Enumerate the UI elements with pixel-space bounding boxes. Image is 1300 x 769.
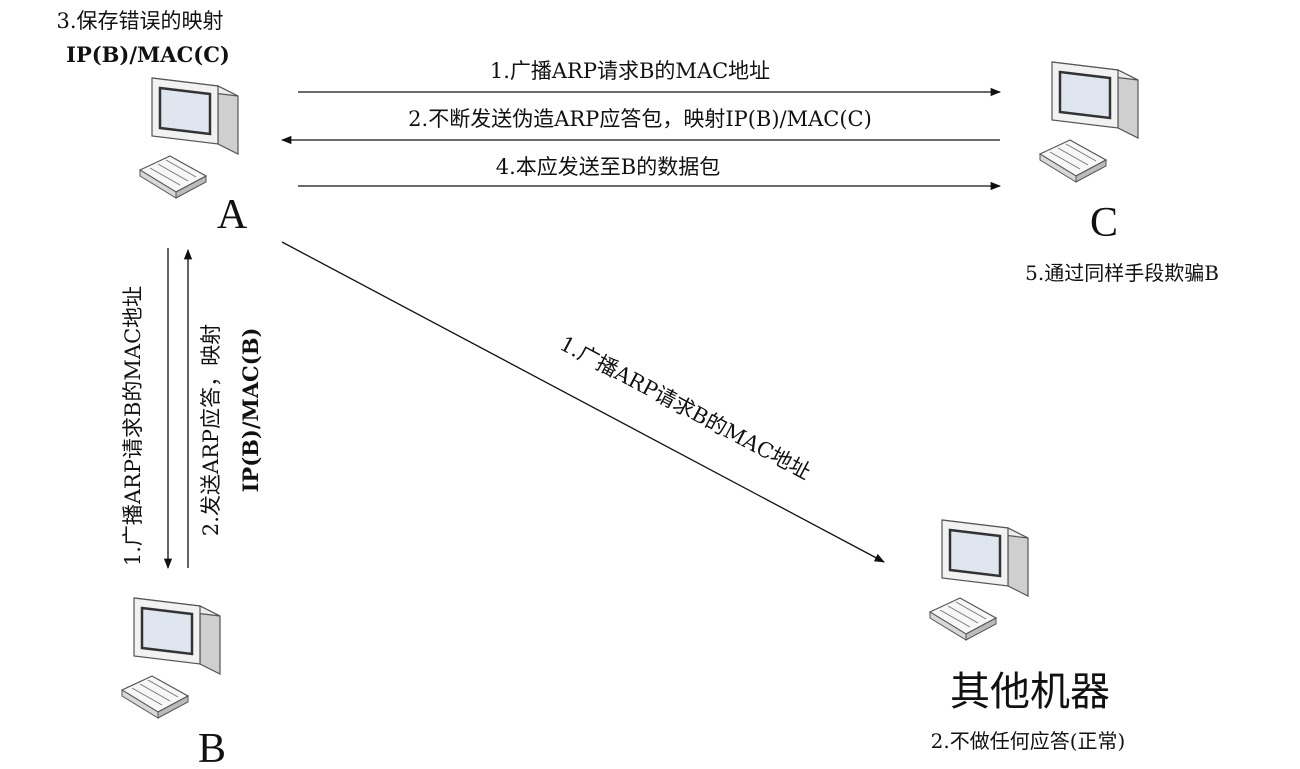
node-other-note: 2.不做任何应答(正常) <box>931 729 1126 753</box>
node-c-label: C <box>1090 200 1118 246</box>
node-c-note: 5.通过同样手段欺骗B <box>1025 261 1219 285</box>
edge-b-to-a-reply-label-line1: 2.发送ARP应答，映射 <box>199 324 223 536</box>
arrow-a-to-other-broadcast <box>281 241 885 563</box>
computer-c-icon <box>1038 60 1140 184</box>
edge-c-to-a-forged-reply-label: 2.不断发送伪造ARP应答包，映射IP(B)/MAC(C) <box>408 107 872 131</box>
node-a-note-line2: IP(B)/MAC(C) <box>66 42 230 67</box>
computer-b-icon <box>120 596 222 720</box>
edge-b-to-a-reply-label-line2: IP(B)/MAC(B) <box>238 328 263 493</box>
edge-a-to-c-data-label: 4.本应发送至B的数据包 <box>496 155 720 179</box>
node-b-label: B <box>198 726 226 769</box>
node-other-label: 其他机器 <box>950 669 1110 715</box>
edge-a-to-b-broadcast-label: 1.广播ARP请求B的MAC地址 <box>121 286 145 566</box>
computer-a-icon <box>138 76 240 200</box>
computer-other-icon <box>928 518 1030 642</box>
node-a-label: A <box>217 192 248 238</box>
edge-a-to-c-broadcast-label: 1.广播ARP请求B的MAC地址 <box>490 59 770 83</box>
node-a-note-line1: 3.保存错误的映射 <box>56 9 223 33</box>
